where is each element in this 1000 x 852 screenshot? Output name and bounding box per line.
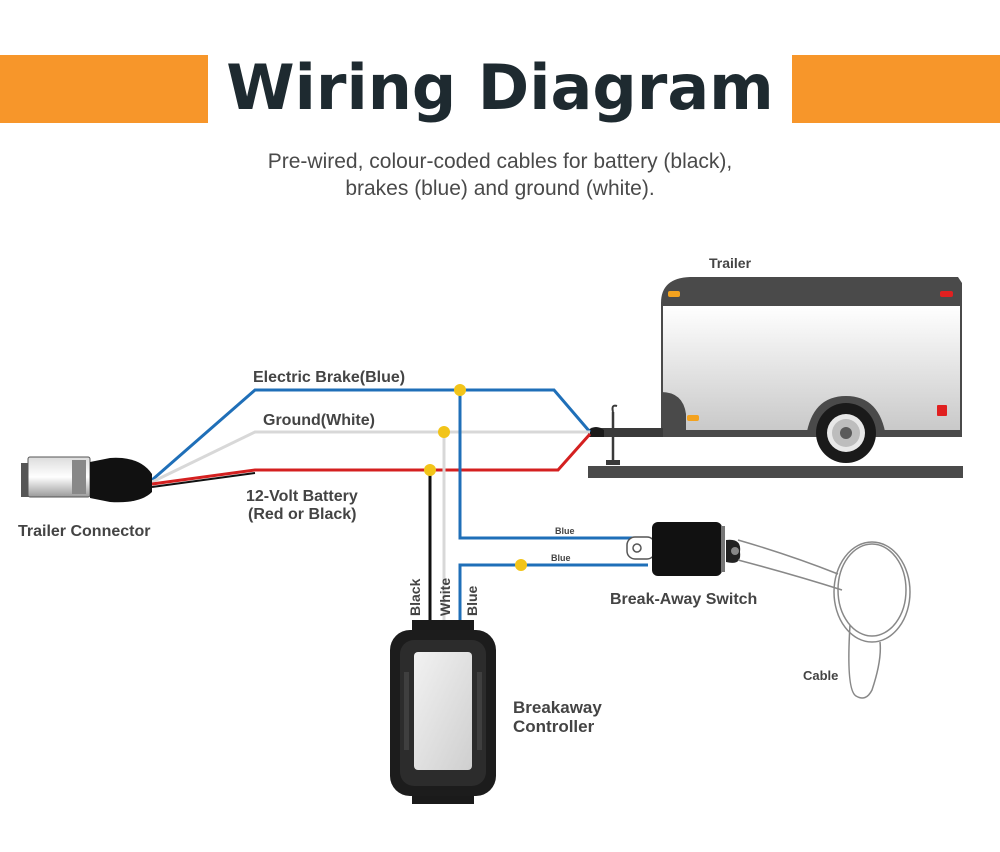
break-away-switch	[626, 522, 741, 576]
side-light-amber	[687, 415, 699, 421]
wire-blue-label: Blue	[464, 585, 480, 616]
junction-brake	[454, 384, 466, 396]
trailer-label: Trailer	[709, 255, 752, 271]
tail-light	[937, 405, 947, 416]
wire-ground	[151, 430, 590, 484]
cable-label: Cable	[803, 668, 838, 683]
jack-handle	[611, 404, 618, 413]
breakaway-controller	[390, 620, 496, 804]
accent-bar-left	[0, 55, 208, 123]
accent-bar-right	[792, 55, 1000, 123]
break-away-switch-label: Break-Away Switch	[610, 591, 757, 608]
wire-black-label: Black	[407, 578, 423, 616]
junction-ground	[438, 426, 450, 438]
wire-blue-to-switch-lower	[458, 563, 648, 622]
wheel	[816, 403, 876, 463]
page-title: Wiring Diagram	[226, 51, 774, 124]
battery-label-line-2: (Red or Black)	[248, 506, 356, 523]
subtitle-line-2: brakes (blue) and ground (white).	[345, 177, 655, 200]
ground-label: Ground(White)	[263, 412, 375, 429]
trailer-connector	[21, 456, 152, 503]
wire-white-label: White	[437, 578, 453, 616]
trailer-fender	[661, 392, 686, 437]
wire-battery	[151, 433, 592, 486]
wire-electric-brake	[151, 388, 592, 482]
subtitle-line-1: Pre-wired, colour-coded cables for batte…	[267, 150, 733, 173]
wire-blue-to-switch-upper	[458, 390, 648, 540]
marker-light-front	[668, 291, 680, 297]
junction-battery	[424, 464, 436, 476]
jack-foot	[606, 460, 620, 465]
controller-label-line-1: Breakaway	[513, 698, 602, 717]
controller-label-line-2: Controller	[513, 717, 595, 736]
trailer-connector-label: Trailer Connector	[18, 523, 150, 540]
electric-brake-label: Electric Brake(Blue)	[253, 369, 405, 386]
junction-switch	[515, 559, 527, 571]
page-subtitle: Pre-wired, colour-coded cables for batte…	[0, 148, 1000, 202]
ground-line	[588, 466, 963, 478]
marker-light-rear	[940, 291, 953, 297]
wires	[151, 384, 648, 622]
trailer	[588, 277, 963, 478]
coupler	[588, 427, 604, 437]
trailer-panel	[663, 306, 960, 430]
wire-battery-shadow	[151, 472, 256, 488]
blue-upper-label: Blue	[555, 526, 575, 536]
tongue	[598, 428, 663, 437]
lanyard-cable	[737, 539, 911, 699]
battery-label-line-1: 12-Volt Battery	[246, 488, 358, 505]
blue-lower-label: Blue	[551, 553, 571, 563]
